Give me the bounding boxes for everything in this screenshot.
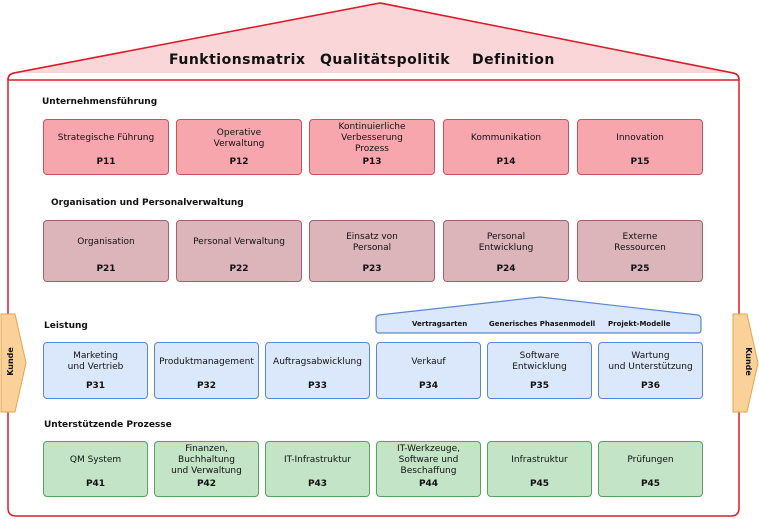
sub-roof-projektmodelle: Projekt-Modelle xyxy=(608,320,671,328)
process-code: P23 xyxy=(362,264,382,274)
process-label: Kommunikation xyxy=(470,133,542,143)
process-code: P41 xyxy=(85,479,106,489)
process-label: Personal Verwaltung xyxy=(193,237,285,247)
process-label: Software Entwicklung xyxy=(512,351,567,372)
left-arrow xyxy=(0,313,27,413)
process-label: Innovation xyxy=(616,133,664,143)
process-box-p33[interactable]: Auftragsabwicklung P33 xyxy=(265,342,370,399)
process-code: P36 xyxy=(640,381,661,391)
process-code: P34 xyxy=(418,381,439,391)
process-label: Externe Ressourcen xyxy=(614,231,666,253)
process-label: QM System xyxy=(69,455,122,465)
process-box-p11[interactable]: Strategische Führung P11 xyxy=(43,119,169,175)
right-arrow xyxy=(732,313,759,413)
roof-item-qualitaetspolitik: Qualitätspolitik xyxy=(320,52,451,68)
leistung-sub-roof xyxy=(375,296,702,334)
process-code: P45 xyxy=(640,479,661,489)
process-label: Auftragsabwicklung xyxy=(273,356,362,367)
process-box-p14[interactable]: Kommunikation P14 xyxy=(443,119,569,175)
process-label: Organisation xyxy=(77,237,135,247)
process-box-p22[interactable]: Personal Verwaltung P22 xyxy=(176,220,302,282)
process-box-p43[interactable]: IT-Infrastruktur P43 xyxy=(265,441,370,497)
process-box-p44[interactable]: IT-Werkzeuge, Software und Beschaffung P… xyxy=(376,441,481,497)
process-label: Einsatz von Personal xyxy=(346,231,398,253)
process-label: IT-Werkzeuge, Software und Beschaffung xyxy=(396,444,461,476)
process-code: P13 xyxy=(362,157,382,167)
process-box-p13[interactable]: Kontinuierliche Verbesserung Prozess P13 xyxy=(309,119,435,175)
process-box-p42[interactable]: Finanzen, Buchhaltung und Verwaltung P42 xyxy=(154,441,259,497)
section-title-leistung: Leistung xyxy=(44,321,88,331)
process-code: P21 xyxy=(96,264,116,274)
roof-fill xyxy=(14,3,733,73)
process-box-p21[interactable]: Organisation P21 xyxy=(43,220,169,282)
section-title-unterstuetzend: Unterstützende Prozesse xyxy=(44,420,172,430)
process-box-p34[interactable]: Verkauf P34 xyxy=(376,342,481,399)
process-box-p45-pruefungen[interactable]: Prüfungen P45 xyxy=(598,441,703,497)
process-box-p36[interactable]: Wartung und Unterstützung P36 xyxy=(598,342,703,399)
process-label: Produktmanagement xyxy=(159,356,254,367)
process-label: IT-Infrastruktur xyxy=(283,455,352,465)
process-label: Strategische Führung xyxy=(57,133,155,143)
process-code: P14 xyxy=(496,157,516,167)
section-title-unternehmensfuehrung: Unternehmensführung xyxy=(42,97,158,107)
process-code: P32 xyxy=(196,381,217,391)
process-box-p35[interactable]: Software Entwicklung P35 xyxy=(487,342,592,399)
roof-item-definition: Definition xyxy=(472,52,555,68)
roof-item-funktionsmatrix: Funktionsmatrix xyxy=(169,52,306,68)
process-label: Kontinuierliche Verbesserung Prozess xyxy=(338,122,406,154)
process-code: P15 xyxy=(630,157,650,167)
sub-roof-phasenmodell: Generisches Phasenmodell xyxy=(489,320,596,328)
process-code: P31 xyxy=(85,381,106,391)
process-label: Finanzen, Buchhaltung und Verwaltung xyxy=(171,444,242,476)
process-box-p31[interactable]: Marketing und Vertrieb P31 xyxy=(43,342,148,399)
sub-roof-vertragsarten: Vertragsarten xyxy=(412,320,468,328)
process-code: P44 xyxy=(418,479,439,489)
process-box-p45-infrastruktur[interactable]: Infrastruktur P45 xyxy=(487,441,592,497)
process-code: P12 xyxy=(229,157,249,167)
process-code: P24 xyxy=(496,264,516,274)
process-label: Personal Entwicklung xyxy=(478,231,534,253)
process-label: Marketing und Vertrieb xyxy=(67,351,124,372)
process-label: Prüfungen xyxy=(627,455,674,465)
section-title-organisation: Organisation und Personalverwaltung xyxy=(51,198,244,208)
process-box-p15[interactable]: Innovation P15 xyxy=(577,119,703,175)
process-code: P45 xyxy=(529,479,550,489)
process-box-p23[interactable]: Einsatz von Personal P23 xyxy=(309,220,435,282)
process-label: Verkauf xyxy=(411,356,446,367)
process-box-p41[interactable]: QM System P41 xyxy=(43,441,148,497)
process-code: P22 xyxy=(229,264,249,274)
process-box-p25[interactable]: Externe Ressourcen P25 xyxy=(577,220,703,282)
process-code: P42 xyxy=(196,479,217,489)
process-code: P25 xyxy=(630,264,650,274)
process-label: Wartung und Unterstützung xyxy=(608,351,693,372)
process-box-p12[interactable]: Operative Verwaltung P12 xyxy=(176,119,302,175)
process-box-p32[interactable]: Produktmanagement P32 xyxy=(154,342,259,399)
process-code: P35 xyxy=(529,381,550,391)
process-code: P11 xyxy=(96,157,116,167)
process-label: Operative Verwaltung xyxy=(213,127,265,149)
process-label: Infrastruktur xyxy=(511,455,568,465)
process-code: P33 xyxy=(307,381,328,391)
process-code: P43 xyxy=(307,479,328,489)
right-kunde-label: Kunde xyxy=(743,347,753,376)
left-kunde-label: Kunde xyxy=(5,347,15,376)
process-box-p24[interactable]: Personal Entwicklung P24 xyxy=(443,220,569,282)
